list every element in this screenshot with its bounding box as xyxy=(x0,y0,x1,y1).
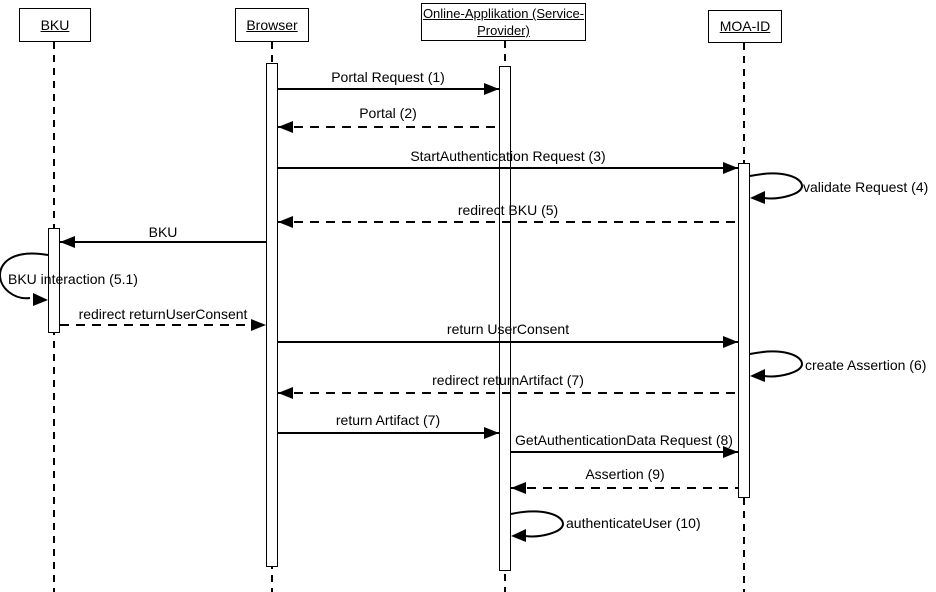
message-label-bku-interaction: BKU interaction (5.1) xyxy=(8,271,138,287)
message-label-redirect-bku: redirect BKU (5) xyxy=(457,202,559,218)
arrowhead-left-icon xyxy=(278,121,293,133)
arrowhead-left-icon xyxy=(278,216,293,228)
message-arrow-return-userconsent xyxy=(278,341,738,343)
actor-box-bku: BKU xyxy=(19,8,91,42)
self-loop-authenticateuser xyxy=(510,510,565,542)
arrowhead-left-icon xyxy=(278,387,293,399)
message-arrow-redirect-bku xyxy=(278,221,738,223)
message-arrow-portal xyxy=(278,126,499,128)
message-arrow-portal-request xyxy=(278,88,499,90)
actor-box-browser: Browser xyxy=(235,8,309,42)
actor-label-online-applikation-line2: Provider) xyxy=(477,23,530,38)
message-arrow-startauthentication-request xyxy=(278,167,738,169)
message-arrow-getauthenticationdata-request xyxy=(511,451,738,453)
message-arrow-redirect-returnuserconsent xyxy=(60,324,266,326)
actor-label-bku: BKU xyxy=(40,16,70,33)
activation-bar-moa-id xyxy=(738,163,750,498)
message-arrow-redirect-returnartifact xyxy=(278,392,738,394)
arrowhead-right-icon xyxy=(484,427,499,439)
message-label-bku: BKU xyxy=(148,224,178,240)
self-loop-create-assertion xyxy=(749,350,804,382)
activation-bar-online-applikation xyxy=(499,66,511,571)
arrowhead-right-icon xyxy=(251,319,266,331)
message-label-validate-request: validate Request (4) xyxy=(803,179,929,195)
arrowhead-right-icon xyxy=(723,162,738,174)
self-loop-validate-request xyxy=(749,172,804,204)
actor-box-online-applikation: Online-Applikation (Service- Provider) xyxy=(421,3,586,41)
arrowhead-right-icon xyxy=(484,83,499,95)
message-label-authenticateuser: authenticateUser (10) xyxy=(566,515,701,531)
actor-label-online-applikation-line1: Online-Applikation (Service- xyxy=(422,6,585,21)
message-label-assertion: Assertion (9) xyxy=(585,466,665,482)
message-label-startauthentication-request: StartAuthentication Request (3) xyxy=(410,148,606,164)
message-label-getauthenticationdata-request: GetAuthenticationData Request (8) xyxy=(515,432,733,448)
actor-box-moa-id: MOA-ID xyxy=(708,10,782,43)
message-label-portal: Portal (2) xyxy=(359,105,417,121)
message-arrow-assertion xyxy=(511,487,738,489)
arrowhead-right-icon xyxy=(723,336,738,348)
actor-label-browser: Browser xyxy=(246,16,298,33)
activation-bar-browser xyxy=(266,63,278,567)
message-label-redirect-returnartifact: redirect returnArtifact (7) xyxy=(432,372,584,388)
message-arrow-bku xyxy=(60,241,266,243)
message-arrow-return-artifact xyxy=(278,432,499,434)
arrowhead-right-icon xyxy=(723,446,738,458)
message-label-return-userconsent: return UserConsent xyxy=(446,321,570,337)
actor-label-moa-id: MOA-ID xyxy=(719,18,771,34)
message-label-create-assertion: create Assertion (6) xyxy=(805,357,927,373)
message-label-portal-request: Portal Request (1) xyxy=(331,69,445,85)
self-loop-bku-interaction xyxy=(0,252,49,306)
message-label-redirect-returnuserconsent: redirect returnUserConsent xyxy=(78,306,248,322)
arrowhead-left-icon xyxy=(511,482,526,494)
arrowhead-left-icon xyxy=(60,236,75,248)
message-label-return-artifact: return Artifact (7) xyxy=(335,412,441,428)
activation-bar-bku xyxy=(48,228,60,333)
